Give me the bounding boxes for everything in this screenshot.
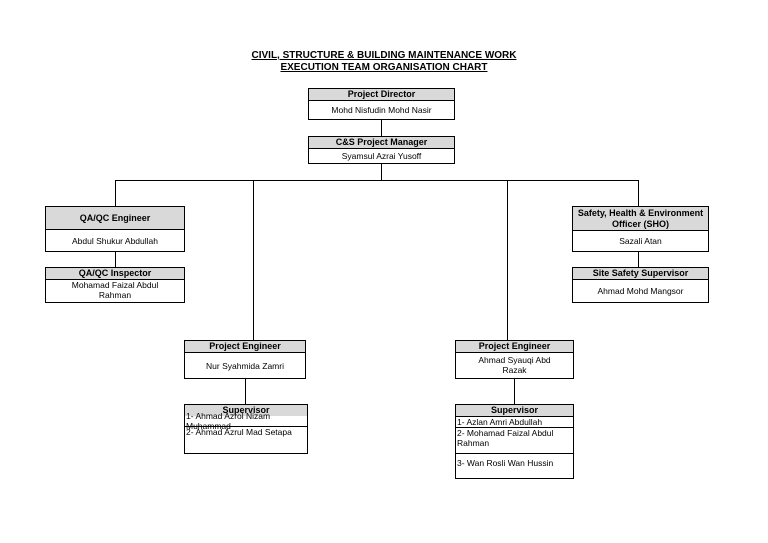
project-director-box: Project Director Mohd Nisfudin Mohd Nasi…: [308, 88, 455, 120]
chart-title-line2: EXECUTION TEAM ORGANISATION CHART: [280, 62, 488, 73]
project-manager-box: C&S Project Manager Syamsul Azrai Yusoff: [308, 136, 455, 164]
supervisor-2-box: Supervisor 1- Azlan Amri Abdullah 2- Moh…: [455, 404, 574, 479]
qa-engineer-box: QA/QC Engineer Abdul Shukur Abdullah: [45, 206, 185, 252]
connector-director-manager: [381, 120, 382, 136]
qa-inspector-box: QA/QC Inspector Mohamad Faizal Abdul Rah…: [45, 267, 185, 303]
connector-qa-inspector: [115, 252, 116, 267]
supervisor-2-member-1: 1- Azlan Amri Abdullah: [456, 417, 573, 428]
site-safety-role: Site Safety Supervisor: [573, 268, 708, 280]
supervisor-1-role: Supervisor: [185, 405, 307, 416]
project-director-role: Project Director: [309, 89, 454, 101]
supervisor-1-member-2: 2- Ahmad Azrul Mad Setapa: [186, 427, 292, 437]
project-engineer-1-box: Project Engineer Nur Syahmida Zamri: [184, 340, 306, 379]
connector-bus-pe2: [507, 180, 508, 340]
connector-manager-bus: [381, 164, 382, 180]
project-engineer-2-box: Project Engineer Ahmad Syauqi Abd Razak: [455, 340, 574, 379]
project-engineer-1-name: Nur Syahmida Zamri: [206, 361, 284, 371]
project-director-name: Mohd Nisfudin Mohd Nasir: [331, 105, 432, 115]
connector-bus-pe1: [253, 180, 254, 340]
chart-title-line1: CIVIL, STRUCTURE & BUILDING MAINTENANCE …: [251, 50, 517, 61]
sho-role: Safety, Health & Environment Officer (SH…: [573, 207, 708, 231]
project-engineer-1-role: Project Engineer: [185, 341, 305, 353]
qa-inspector-name: Mohamad Faizal Abdul Rahman: [71, 280, 159, 300]
connector-sho-sitesafety: [638, 252, 639, 267]
connector-bus-qa: [115, 180, 116, 206]
connector-bus-sho: [638, 180, 639, 206]
connector-pe2-sup2: [514, 379, 515, 404]
project-manager-role: C&S Project Manager: [309, 137, 454, 149]
supervisor-1-box: Supervisor 1- Ahmad Azrol Nizam Muhammad…: [184, 404, 308, 454]
project-engineer-2-role: Project Engineer: [456, 341, 573, 353]
supervisor-2-member-2: 2- Mohamad Faizal Abdul Rahman: [456, 428, 573, 454]
site-safety-box: Site Safety Supervisor Ahmad Mohd Mangso…: [572, 267, 709, 303]
qa-engineer-name: Abdul Shukur Abdullah: [71, 236, 158, 246]
supervisor-1-member-1: 1- Ahmad Azrol Nizam Muhammad: [185, 411, 307, 431]
qa-inspector-role: QA/QC Inspector: [46, 268, 184, 280]
project-engineer-2-name: Ahmad Syauqi Abd Razak: [478, 355, 551, 375]
sho-box: Safety, Health & Environment Officer (SH…: [572, 206, 709, 252]
supervisor-2-member-3: 3- Wan Rosli Wan Hussin: [457, 458, 554, 468]
supervisor-2-role: Supervisor: [456, 405, 573, 417]
connector-horizontal-bus: [115, 180, 638, 181]
project-manager-name: Syamsul Azrai Yusoff: [341, 151, 422, 161]
site-safety-name: Ahmad Mohd Mangsor: [597, 286, 684, 296]
connector-pe1-sup1: [245, 379, 246, 404]
qa-engineer-role: QA/QC Engineer: [46, 207, 184, 230]
sho-name: Sazali Atan: [619, 236, 662, 246]
